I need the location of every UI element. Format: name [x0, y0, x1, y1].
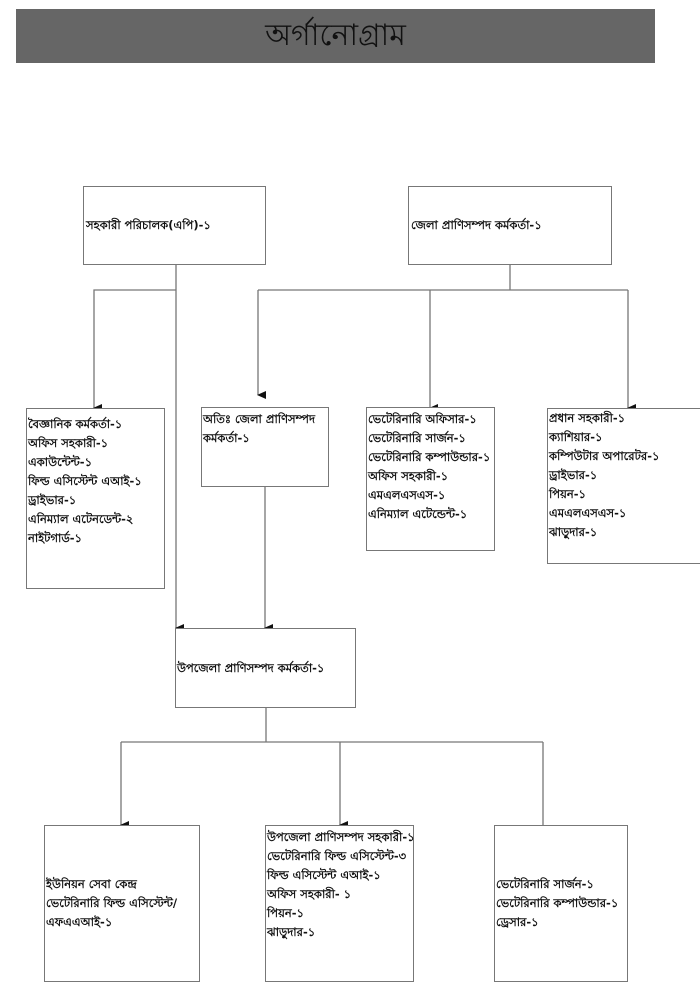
node-line: ভেটেরিনারি কম্পাউন্ডার-১ — [368, 450, 491, 464]
node-line: এফএএআই-১ — [46, 915, 113, 929]
node-line: এমএলএসএস-১ — [549, 506, 627, 520]
node-line: উপজেলা প্রাণিসম্পদ কর্মকর্তা-১ — [177, 660, 325, 675]
node-district-livestock-officer: জেলা প্রাণিসম্পদ কর্মকর্তা-১ — [408, 186, 612, 265]
node-line: ড্রাইভার-১ — [28, 493, 77, 507]
node-line: অফিস সহকারী- ১ — [267, 887, 352, 901]
node-line: প্রধান সহকারী-১ — [549, 411, 626, 425]
node-line: ভেটেরিনারি সার্জন-১ — [496, 877, 594, 891]
node-veterinary-hospital: ভেটেরিনারি সার্জন-১ ভেটেরিনারি কম্পাউন্ড… — [494, 825, 628, 982]
node-line: বৈজ্ঞানিক কর্মকর্তা-১ — [28, 417, 123, 431]
node-upazila-livestock-officer: উপজেলা প্রাণিসম্পদ কর্মকর্তা-১ — [175, 628, 356, 708]
node-line: উপজেলা প্রাণিসম্পদ সহকারী-১ — [267, 830, 415, 844]
node-line: ড্রেসার-১ — [496, 915, 539, 929]
node-veterinary-office: ভেটেরিনারি অফিসার-১ ভেটেরিনারি সার্জন-১ … — [366, 407, 495, 551]
node-line: একাউন্টেন্ট-১ — [28, 455, 93, 469]
node-line: ইউনিয়ন সেবা কেন্দ্র — [46, 877, 137, 891]
node-line: নাইটগার্ড-১ — [28, 531, 83, 545]
node-line: ফিল্ড এসিস্টেন্ট এআই-১ — [28, 474, 142, 488]
node-line: ফিল্ড এসিস্টেন্ট এআই-১ — [267, 868, 381, 882]
node-assistant-director: সহকারী পরিচালক(এপি)-১ — [83, 186, 266, 265]
node-line: সহকারী পরিচালক(এপি)-১ — [86, 218, 211, 232]
node-upazila-staff: উপজেলা প্রাণিসম্পদ সহকারী-১ ভেটেরিনারি ফ… — [265, 825, 415, 982]
node-union-service-center: ইউনিয়ন সেবা কেন্দ্র ভেটেরিনারি ফিল্ড এস… — [44, 825, 200, 982]
node-line: ভেটেরিনারি সার্জন-১ — [368, 431, 466, 445]
page-title: অর্গানোগ্রাম — [265, 17, 406, 53]
node-additional-dlo: অতিঃ জেলা প্রাণিসম্পদ কর্মকর্তা-১ — [201, 407, 329, 487]
node-line: ভেটেরিনারি ফিল্ড এসিস্টেন্ট-৩ — [267, 849, 407, 863]
node-line: অতিঃ জেলা প্রাণিসম্পদ — [203, 412, 316, 426]
node-admin-staff: প্রধান সহকারী-১ ক্যাশিয়ার-১ কম্পিউটার অ… — [547, 408, 700, 564]
node-line: ভেটেরিনারি ফিল্ড এসিস্টেন্ট/ — [46, 896, 178, 910]
node-line: ভেটেরিনারি কম্পাউন্ডার-১ — [496, 896, 619, 910]
node-line: পিয়ন-১ — [549, 487, 586, 501]
node-line: অফিস সহকারী-১ — [368, 469, 449, 483]
connector-ad-staff — [93, 289, 176, 412]
node-line: এমএলএসএস-১ — [368, 488, 446, 502]
node-line: ক্যাশিয়ার-১ — [549, 430, 603, 444]
node-line: ঝাড়ুদার-১ — [549, 525, 598, 539]
node-ad-staff: বৈজ্ঞানিক কর্মকর্তা-১ অফিস সহকারী-১ একাউ… — [26, 408, 165, 589]
node-line: ড্রাইভার-১ — [549, 468, 598, 482]
node-line: এনিম্যাল এটেন্ডেন্ট-১ — [368, 507, 468, 521]
node-line: কম্পিউটার অপারেটর-১ — [549, 449, 660, 463]
node-line: পিয়ন-১ — [267, 906, 304, 920]
title-bar: অর্গানোগ্রাম — [16, 9, 655, 63]
node-line: কর্মকর্তা-১ — [203, 431, 250, 445]
node-line: ভেটেরিনারি অফিসার-১ — [368, 412, 477, 426]
node-line: ঝাড়ুদার-১ — [267, 925, 316, 939]
node-line: এনিম্যাল এটেনডেন্ট-২ — [28, 512, 134, 526]
node-line: জেলা প্রাণিসম্পদ কর্মকর্তা-১ — [411, 218, 542, 232]
node-line: অফিস সহকারী-১ — [28, 436, 109, 450]
